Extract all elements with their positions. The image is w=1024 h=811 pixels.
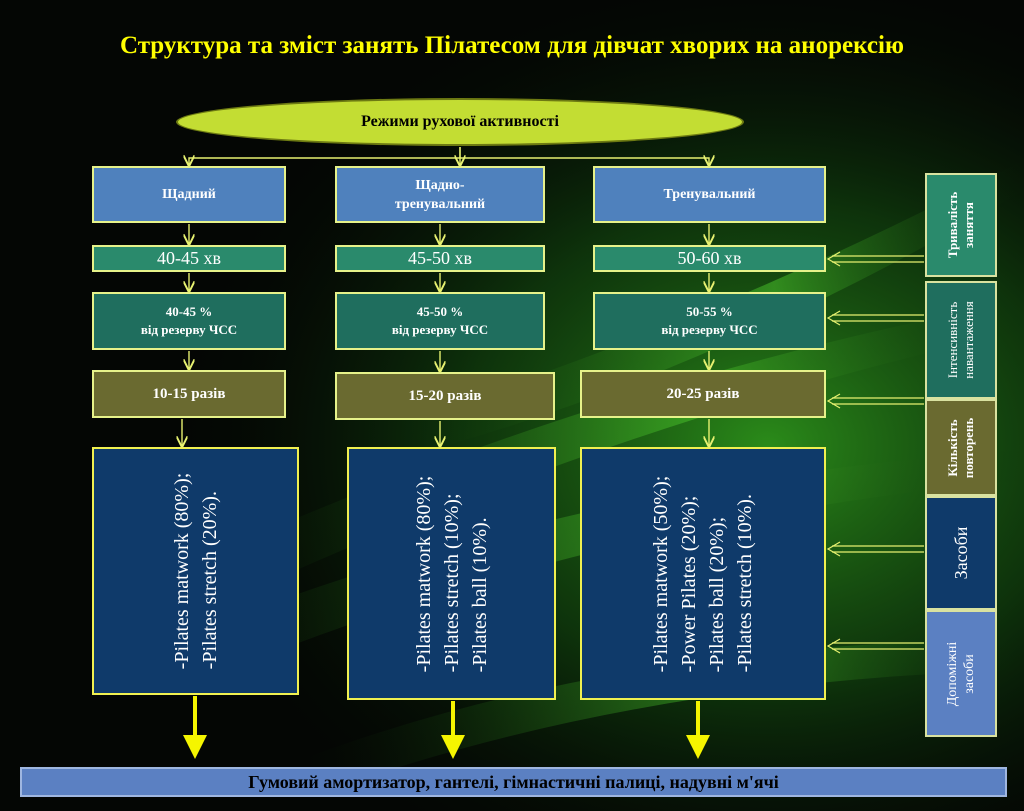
side-text: заняття: [961, 202, 976, 248]
side-text: Кількість: [945, 418, 960, 477]
side-label-intensity: Інтенсивність навантаження: [925, 281, 997, 399]
repetitions-box-2: 15-20 разів: [335, 372, 555, 420]
side-text: засоби: [962, 653, 977, 694]
auxiliary-equipment-text: Гумовий амортизатор, гантелі, гімнастичн…: [248, 771, 779, 792]
mode-label-1: Щадний: [162, 187, 216, 202]
side-text: Допоміжні: [945, 641, 960, 706]
mode-label-2b: тренувальний: [394, 196, 486, 212]
activity-modes-header: Режими рухової активності: [176, 98, 744, 146]
side-label-duration: Тривалість заняття: [925, 173, 997, 277]
means-list-2: -Pilates matwork (80%); -Pilates stretch…: [410, 475, 494, 672]
duration-box-2: 45-50 хв: [335, 245, 545, 272]
intensity-box-1: 40-45 % від резерву ЧСС: [92, 292, 286, 350]
repetitions-value-2: 15-20 разів: [408, 387, 482, 404]
means-item: -Pilates matwork (50%);: [650, 475, 672, 672]
means-item: -Pilates stretch (10%).: [734, 493, 756, 672]
mode-box-3: Тренувальний: [593, 166, 826, 223]
intensity-unit-2: від резерву ЧСС: [391, 322, 489, 337]
mode-box-2: Щадно- тренувальний: [335, 166, 545, 223]
intensity-unit-1: від резерву ЧСС: [140, 322, 238, 337]
side-text: навантаження: [961, 301, 976, 379]
means-item: -Power Pilates (20%);: [678, 495, 700, 672]
side-label-repetitions: Кількість повторень: [925, 399, 997, 496]
intensity-unit-3: від резерву ЧСС: [661, 322, 758, 337]
auxiliary-equipment-bar: Гумовий амортизатор, гантелі, гімнастичн…: [20, 767, 1007, 797]
repetitions-box-1: 10-15 разів: [92, 370, 286, 418]
repetitions-value-1: 10-15 разів: [152, 385, 226, 402]
means-item: -Pilates matwork (80%);: [412, 475, 435, 672]
side-text: Засоби: [951, 526, 971, 580]
means-box-2: -Pilates matwork (80%); -Pilates stretch…: [347, 447, 556, 700]
means-list-1: -Pilates matwork (80%); -Pilates stretch…: [168, 473, 224, 670]
mode-label-3: Тренувальний: [663, 187, 756, 202]
repetitions-value-3: 20-25 разів: [666, 385, 740, 402]
intensity-value-1: 40-45 %: [165, 304, 213, 319]
mode-box-1: Щадний: [92, 166, 286, 223]
duration-value-3: 50-60 хв: [677, 248, 742, 268]
side-label-duration-text: Тривалість заняття: [945, 192, 977, 258]
side-label-means-text: Засоби: [951, 527, 971, 580]
page-title: Структура та зміст занять Пілатесом для …: [119, 32, 905, 59]
means-item: -Pilates stretch (10%);: [440, 492, 463, 672]
means-item: -Pilates ball (10%).: [468, 516, 491, 672]
mode-label-2a: Щадно-: [415, 177, 465, 193]
duration-box-1: 40-45 хв: [92, 245, 286, 272]
activity-modes-label: Режими рухової активності: [361, 113, 559, 130]
side-label-intensity-text: Інтенсивність навантаження: [945, 301, 977, 379]
means-item: -Pilates ball (20%);: [706, 516, 728, 672]
duration-value-1: 40-45 хв: [157, 248, 221, 268]
repetitions-box-3: 20-25 разів: [580, 370, 826, 418]
side-text: повторень: [961, 417, 976, 478]
intensity-value-2: 45-50 %: [416, 304, 464, 319]
side-label-aux-means-text: Допоміжні засоби: [944, 641, 978, 706]
side-label-repetitions-text: Кількість повторень: [945, 417, 977, 477]
side-label-means: Засоби: [925, 496, 997, 610]
side-text: Інтенсивність: [945, 301, 960, 379]
intensity-box-3: 50-55 % від резерву ЧСС: [593, 292, 826, 350]
means-item: -Pilates stretch (20%).: [198, 491, 221, 670]
duration-box-3: 50-60 хв: [593, 245, 826, 272]
side-text: Тривалість: [945, 191, 960, 259]
intensity-value-3: 50-55 %: [686, 304, 733, 319]
duration-value-2: 45-50 хв: [408, 248, 472, 268]
means-list-3: -Pilates matwork (50%); -Power Pilates (…: [647, 475, 759, 672]
intensity-box-2: 45-50 % від резерву ЧСС: [335, 292, 545, 350]
side-label-aux-means: Допоміжні засоби: [925, 610, 997, 737]
means-item: -Pilates matwork (80%);: [170, 472, 193, 670]
means-box-3: -Pilates matwork (50%); -Power Pilates (…: [580, 447, 826, 700]
means-box-1: -Pilates matwork (80%); -Pilates stretch…: [92, 447, 299, 695]
